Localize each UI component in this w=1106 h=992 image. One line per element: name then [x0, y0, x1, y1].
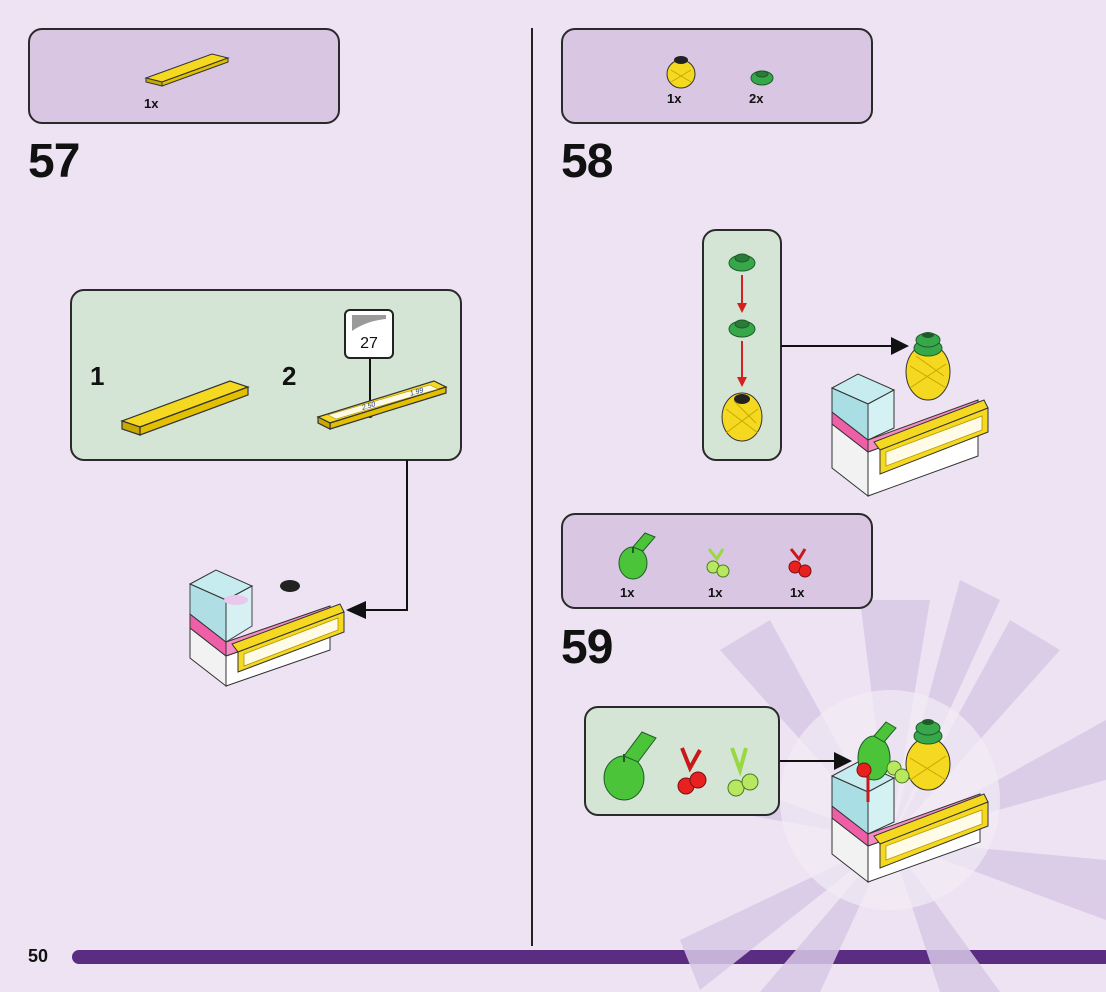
sticker-number-box: 27 — [344, 309, 394, 359]
step-number: 57 — [28, 135, 80, 188]
step-57-parts-box: 1x — [28, 28, 340, 124]
assembly-arrow — [346, 460, 408, 619]
footer-bar — [72, 950, 1106, 964]
assembly-arrow — [780, 752, 852, 770]
yellow-tile-1x4-icon — [144, 53, 230, 87]
substep-number: 1 — [90, 361, 105, 391]
market-stall-with-pineapple-model — [830, 332, 989, 498]
step-58-parts-box: 1x 2x — [561, 28, 873, 124]
yellow-tile-1x4-icon — [120, 380, 250, 436]
part-qty: 1x — [620, 585, 635, 600]
step-number: 58 — [561, 135, 613, 188]
substep-number: 2 — [282, 361, 297, 391]
step-59-callout — [584, 706, 780, 816]
page-number: 50 — [28, 946, 49, 966]
part-qty: 1x — [708, 585, 723, 600]
green-apple-icon — [603, 731, 657, 801]
step-number: 59 — [561, 621, 613, 674]
part-qty: 2x — [749, 91, 764, 106]
price-tile-icon — [316, 380, 448, 430]
red-cherries-icon — [788, 548, 812, 578]
assembly-arrow — [781, 337, 909, 355]
part-qty: 1x — [790, 585, 805, 600]
green-plate-round-icon — [750, 70, 774, 86]
red-cherries-icon — [677, 747, 707, 795]
page-divider — [531, 28, 533, 946]
market-stall-model — [188, 569, 345, 688]
lime-cherries-icon — [727, 747, 759, 797]
sticker-number: 27 — [360, 335, 378, 352]
step-59-parts-box: 1x 1x 1x — [561, 513, 873, 609]
stack-sequence — [721, 253, 763, 442]
part-qty: 1x — [144, 96, 159, 111]
green-apple-icon — [618, 532, 656, 580]
part-qty: 1x — [667, 91, 682, 106]
step-57-callout: 1 2 27 2.50 1.99 — [70, 289, 462, 461]
step-58-callout — [702, 229, 782, 461]
completed-fruit-stall-model — [830, 719, 989, 884]
sticker-sheet-icon — [352, 315, 386, 331]
lime-cherries-icon — [706, 548, 730, 578]
pineapple-piece-icon — [666, 56, 696, 89]
